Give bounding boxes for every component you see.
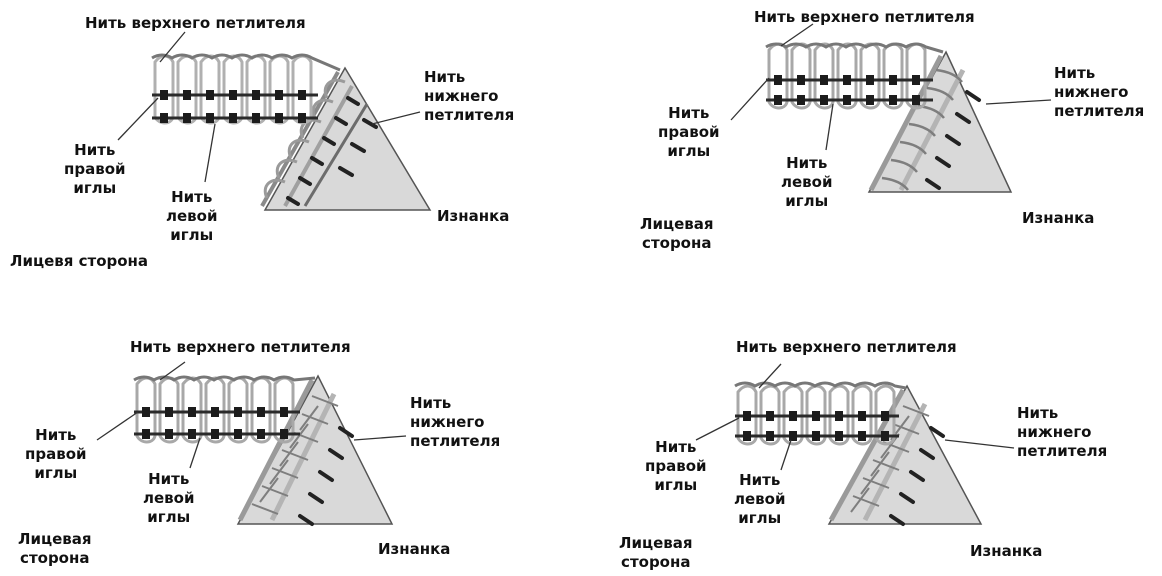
label-right-needle-thread: Нить правой иглы bbox=[658, 104, 720, 161]
label-right-needle-thread: Нить правой иглы bbox=[64, 141, 126, 198]
label-face-side: Лицевая сторона bbox=[18, 530, 92, 568]
label-upper-looper-thread: Нить верхнего петлителя bbox=[85, 14, 306, 33]
label-reverse-side: Изнанка bbox=[378, 540, 450, 559]
label-upper-looper-thread: Нить верхнего петлителя bbox=[754, 8, 975, 27]
horizontal-loops bbox=[155, 56, 311, 123]
label-face-side: Лицевя сторона bbox=[10, 252, 148, 271]
label-right-needle-thread: Нить правой иглы bbox=[25, 426, 87, 483]
label-left-needle-thread: Нить левой иглы bbox=[143, 470, 194, 527]
stitch-panel-bottom-right: Нить верхнего петлителя Нить нижнего пет… bbox=[581, 288, 1162, 576]
label-left-needle-thread: Нить левой иглы bbox=[734, 471, 785, 528]
stitch-panel-top-left: Нить верхнего петлителя Нить нижнего пет… bbox=[0, 0, 581, 288]
label-right-needle-thread: Нить правой иглы bbox=[645, 438, 707, 495]
label-face-side: Лицевая сторона bbox=[640, 215, 714, 253]
label-reverse-side: Изнанка bbox=[437, 207, 509, 226]
label-left-needle-thread: Нить левой иглы bbox=[166, 188, 217, 245]
label-lower-looper-thread: Нить нижнего петлителя bbox=[1054, 64, 1144, 121]
label-reverse-side: Изнанка bbox=[970, 542, 1042, 561]
label-reverse-side: Изнанка bbox=[1022, 209, 1094, 228]
label-lower-looper-thread: Нить нижнего петлителя bbox=[410, 394, 500, 451]
fabric-back-triangle bbox=[265, 68, 430, 210]
fabric-back-triangle bbox=[869, 52, 1011, 192]
label-lower-looper-thread: Нить нижнего петлителя bbox=[1017, 404, 1107, 461]
stitch-panel-bottom-left: Нить верхнего петлителя Нить нижнего пет… bbox=[0, 288, 581, 576]
label-upper-looper-thread: Нить верхнего петлителя bbox=[130, 338, 351, 357]
label-face-side: Лицевая сторона bbox=[619, 534, 693, 572]
label-left-needle-thread: Нить левой иглы bbox=[781, 154, 832, 211]
label-upper-looper-thread: Нить верхнего петлителя bbox=[736, 338, 957, 357]
label-lower-looper-thread: Нить нижнего петлителя bbox=[424, 68, 514, 125]
stitch-panel-top-right: Нить верхнего петлителя Нить нижнего пет… bbox=[581, 0, 1162, 288]
